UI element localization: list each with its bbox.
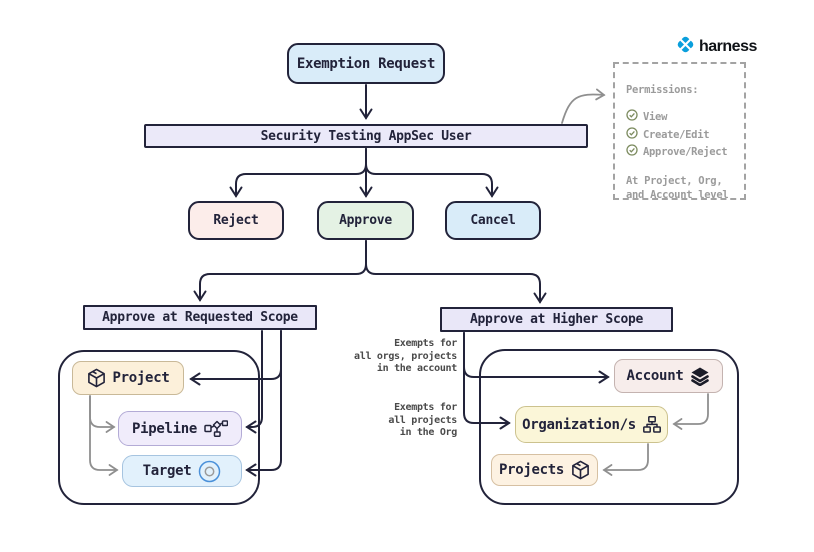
node-approve: Approve <box>317 201 414 240</box>
annotation-account-exemption: Exempts for all orgs, projects in the ac… <box>354 338 457 374</box>
check-circle-icon <box>626 109 638 127</box>
node-appsec-user: Security Testing AppSec User <box>144 124 588 148</box>
node-organizations: Organization/s <box>515 406 668 443</box>
brand-logo: harness <box>676 36 757 57</box>
cube-icon <box>571 460 590 480</box>
target-icon <box>198 460 221 483</box>
node-approve-requested-scope: Approve at Requested Scope <box>83 305 317 330</box>
org-chart-icon <box>642 416 661 433</box>
permissions-scope-note: At Project, Org, and Account level <box>626 174 729 202</box>
node-approve-higher-scope: Approve at Higher Scope <box>440 307 673 332</box>
arrow-appsec-to-permissions <box>561 88 606 124</box>
node-exemption-request: Exemption Request <box>287 43 445 84</box>
permissions-title: Permissions: <box>626 84 699 96</box>
arrow-approve-to-higher-scope <box>365 240 547 304</box>
node-pipeline: Pipeline <box>118 411 242 446</box>
check-circle-icon <box>626 126 638 145</box>
permissions-panel: Permissions: View Create/Edit <box>613 62 746 202</box>
permission-item-approve-reject: Approve/Reject <box>626 144 736 162</box>
layers-icon <box>690 367 710 386</box>
node-project: Project <box>72 361 184 395</box>
node-account: Account <box>614 359 723 393</box>
permission-item-view: View <box>626 109 736 127</box>
harness-logo-icon <box>676 35 695 58</box>
check-circle-icon <box>626 144 638 162</box>
node-reject: Reject <box>188 201 284 240</box>
annotation-org-exemption: Exempts for all projects in the Org <box>388 402 457 438</box>
pipeline-icon <box>204 420 229 437</box>
arrow-appsec-to-cancel <box>365 148 499 198</box>
node-target: Target <box>122 455 242 487</box>
arrow-approve-to-requested-scope <box>193 240 367 302</box>
permission-item-create-edit: Create/Edit <box>626 126 736 145</box>
node-projects: Projects <box>491 454 598 486</box>
cube-icon <box>87 368 106 388</box>
arrow-appsec-to-reject <box>229 148 367 198</box>
brand-wordmark: harness <box>699 37 757 55</box>
node-cancel: Cancel <box>445 201 541 240</box>
